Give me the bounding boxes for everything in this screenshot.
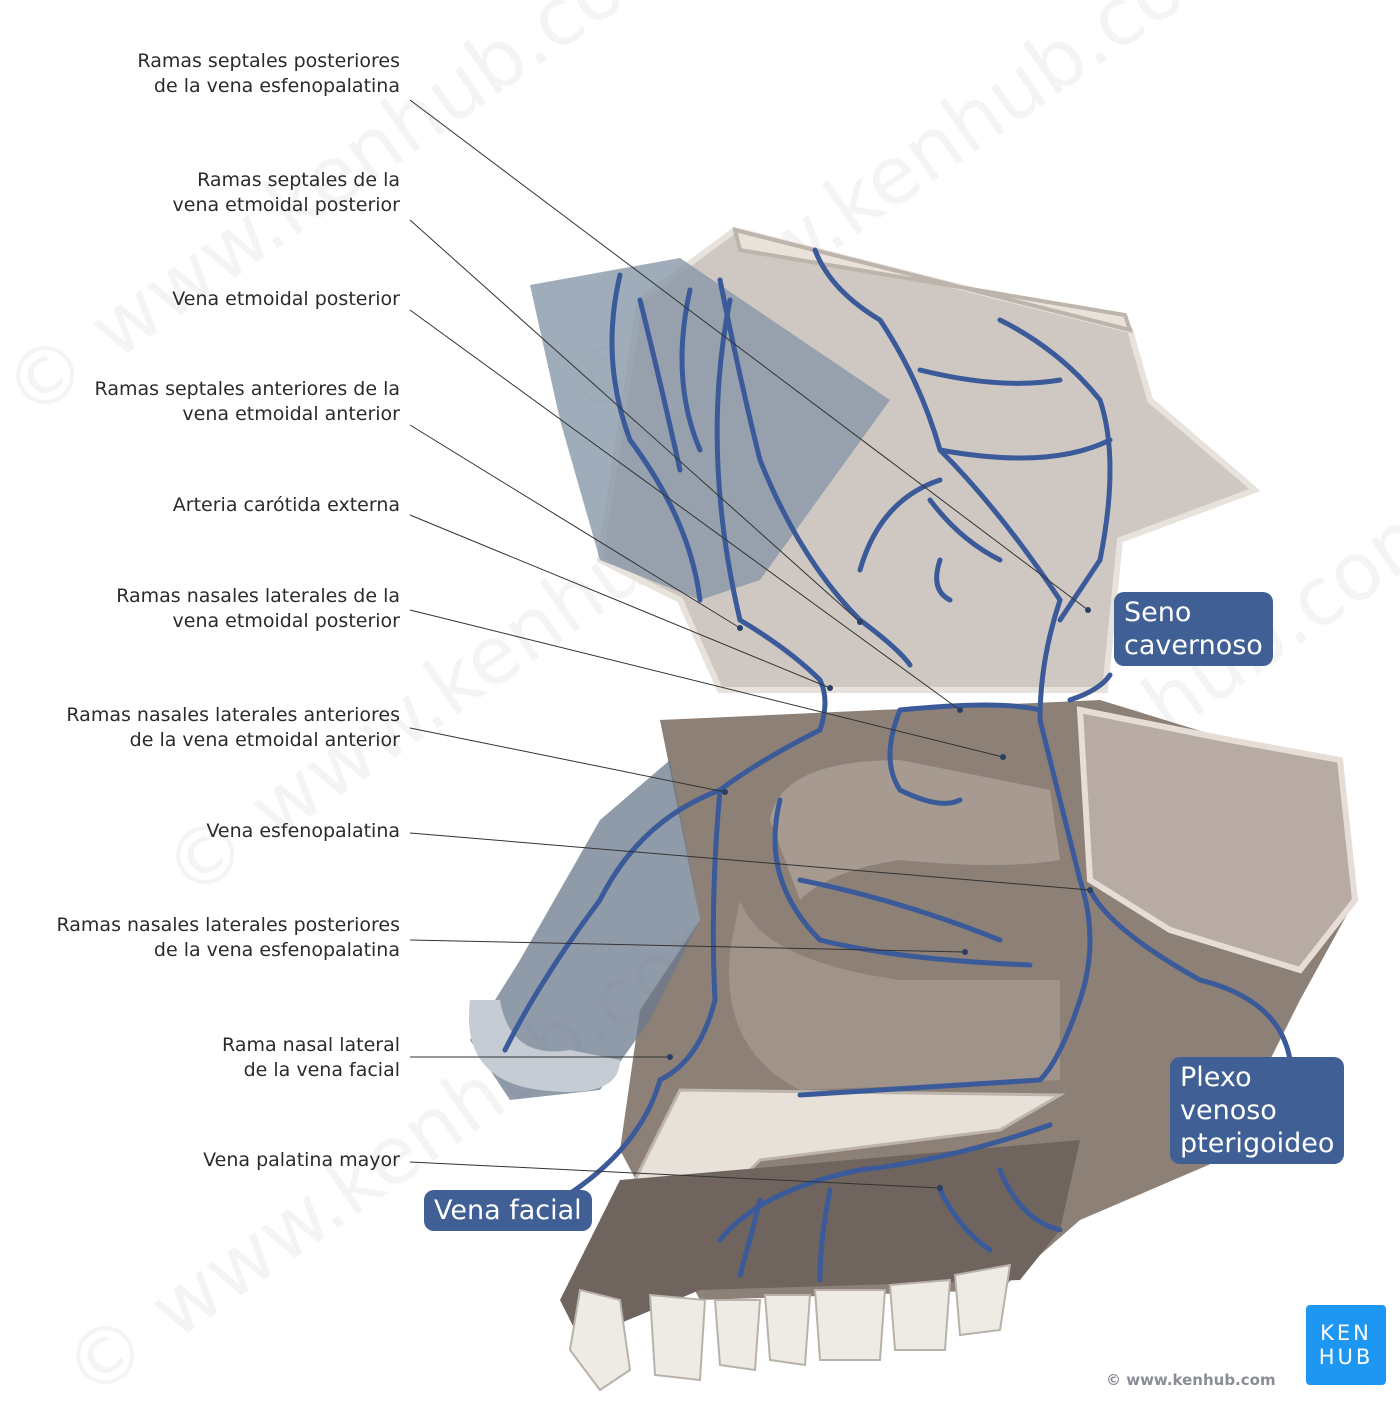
leader-dots: [667, 607, 1093, 1191]
cribriform-bone: [732, 227, 1134, 333]
label-vena-palatina-mayor: Vena palatina mayor: [203, 1149, 400, 1171]
nose-cartilage: [470, 760, 700, 1100]
sphenoid-sinus: [1076, 706, 1359, 974]
septal-cartilage: [530, 258, 890, 600]
leader-lines: [409, 99, 1091, 1189]
copyright: © www.kenhub.com: [1106, 1371, 1276, 1389]
label-arteria-carotida-externa: Arteria carótida externa: [172, 494, 400, 516]
label-vena-etmoidal-posterior: Vena etmoidal posterior: [172, 288, 400, 310]
teeth: [568, 1263, 1012, 1392]
nostril: [468, 1000, 620, 1092]
box-vena-facial: Vena facial: [424, 1190, 592, 1231]
veins: [502, 247, 1293, 1283]
label-vena-esfenopalatina: Vena esfenopalatina: [206, 820, 400, 842]
middle-concha: [770, 760, 1060, 900]
inferior-concha: [728, 900, 1060, 1090]
